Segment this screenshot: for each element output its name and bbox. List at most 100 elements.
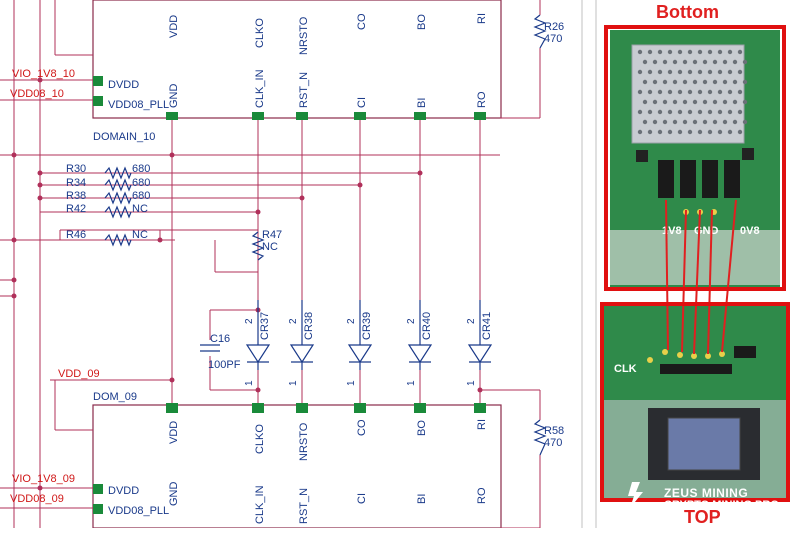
resistor-value: NC xyxy=(132,229,148,241)
via-dot xyxy=(637,49,643,55)
capacitor-value: 100PF xyxy=(208,359,241,371)
via-dot xyxy=(682,59,688,65)
pin-number: 1 xyxy=(244,380,255,386)
via-dot xyxy=(732,99,738,105)
via-dot xyxy=(662,119,668,125)
via-dot xyxy=(707,109,713,115)
via-dot xyxy=(732,79,738,85)
pin-label: RST_N xyxy=(298,72,310,108)
via-dot xyxy=(702,99,708,105)
via-dot xyxy=(697,49,703,55)
via-dot xyxy=(712,99,718,105)
smd-component xyxy=(702,160,718,198)
smd-component xyxy=(724,160,740,198)
via-dot xyxy=(692,79,698,85)
via-dot xyxy=(727,49,733,55)
clk-label: CLK xyxy=(614,363,637,375)
diode-ref: CR39 xyxy=(361,312,373,340)
bottom-highlight-box xyxy=(604,25,786,291)
pin-label: CLK_IN xyxy=(254,69,266,108)
via-dot xyxy=(647,69,653,75)
via-dot xyxy=(697,89,703,95)
via-dot xyxy=(682,99,688,105)
via-dot xyxy=(652,59,658,65)
via-dot xyxy=(697,69,703,75)
via-dot xyxy=(662,59,668,65)
pin-label: VDD xyxy=(168,421,180,444)
resistor-value: 680 xyxy=(132,177,150,189)
pin-label: VDD08_PLL xyxy=(108,505,169,517)
via-dot xyxy=(647,89,653,95)
via-dot xyxy=(657,49,663,55)
pin-label: BO xyxy=(416,420,428,436)
pin-label: BI xyxy=(416,494,428,504)
via-dot xyxy=(742,99,748,105)
resistor-ref: R30 xyxy=(66,163,86,175)
resistor-value: 470 xyxy=(544,437,562,449)
via-dot xyxy=(652,119,658,125)
via-dot xyxy=(667,69,673,75)
via-dot xyxy=(682,79,688,85)
capacitor-ref: C16 xyxy=(210,333,230,345)
via-dot xyxy=(667,49,673,55)
diode-symbols xyxy=(200,300,493,370)
resistor-ref: R26 xyxy=(544,21,564,33)
via-dot xyxy=(722,119,728,125)
via-dot xyxy=(717,89,723,95)
pad-label: 1V8 xyxy=(662,225,682,237)
pin-label: CLK_IN xyxy=(254,485,266,524)
bottom-title: Bottom xyxy=(656,2,719,22)
bottom-chip-labels: VDD CLKO NRSTO CO BO RI GND CLK_IN RST_N… xyxy=(93,391,488,524)
pin-number: 2 xyxy=(346,318,357,324)
via-dot xyxy=(692,99,698,105)
brand-logo-text: ZEUS MINING xyxy=(664,486,749,500)
via-dot xyxy=(727,69,733,75)
via-dot xyxy=(677,109,683,115)
via-dot xyxy=(687,109,693,115)
net-label: VDD_09 xyxy=(58,368,100,380)
via-dot xyxy=(702,79,708,85)
via-dot xyxy=(737,109,743,115)
via-dot xyxy=(637,89,643,95)
diode-ref: CR40 xyxy=(421,312,433,340)
via-dot xyxy=(692,119,698,125)
pin-label: RO xyxy=(476,91,488,108)
via-dot xyxy=(737,49,743,55)
component-labels: R30 680 R34 680 R38 680 R42 NC R46 NC R4… xyxy=(66,21,564,449)
pin-number: 1 xyxy=(346,380,357,386)
via-dot xyxy=(742,79,748,85)
resistor-ref: R42 xyxy=(66,203,86,215)
connection-lines xyxy=(665,199,737,355)
via-dot xyxy=(727,89,733,95)
via-dot xyxy=(727,129,733,135)
top-title: TOP xyxy=(684,507,721,527)
pin-label: RST_N xyxy=(298,488,310,524)
via-dot xyxy=(667,109,673,115)
via-dot xyxy=(707,129,713,135)
via-dot xyxy=(717,109,723,115)
via-dot xyxy=(687,129,693,135)
bolt-icon xyxy=(628,482,643,508)
net-label: VIO_1V8_09 xyxy=(12,473,75,485)
diode-ref: CR41 xyxy=(481,312,493,340)
resistor-ref: R38 xyxy=(66,190,86,202)
via-dot xyxy=(732,119,738,125)
pin-label: NRSTO xyxy=(298,422,310,461)
pin-label: GND xyxy=(168,84,180,109)
pin-label: RO xyxy=(476,487,488,504)
thermal-pad xyxy=(631,44,745,144)
via-dot xyxy=(647,49,653,55)
pin-label: GND xyxy=(168,482,180,507)
via-dot xyxy=(717,69,723,75)
via-dot xyxy=(657,109,663,115)
pin-number: 2 xyxy=(244,318,255,324)
via-dot xyxy=(702,59,708,65)
pin-label: BI xyxy=(416,98,428,108)
pin-label: RI xyxy=(476,13,488,24)
via-dot xyxy=(652,79,658,85)
pin-number: 1 xyxy=(466,380,477,386)
pin-label: CLKO xyxy=(254,424,266,454)
pin-label: CO xyxy=(356,13,368,30)
